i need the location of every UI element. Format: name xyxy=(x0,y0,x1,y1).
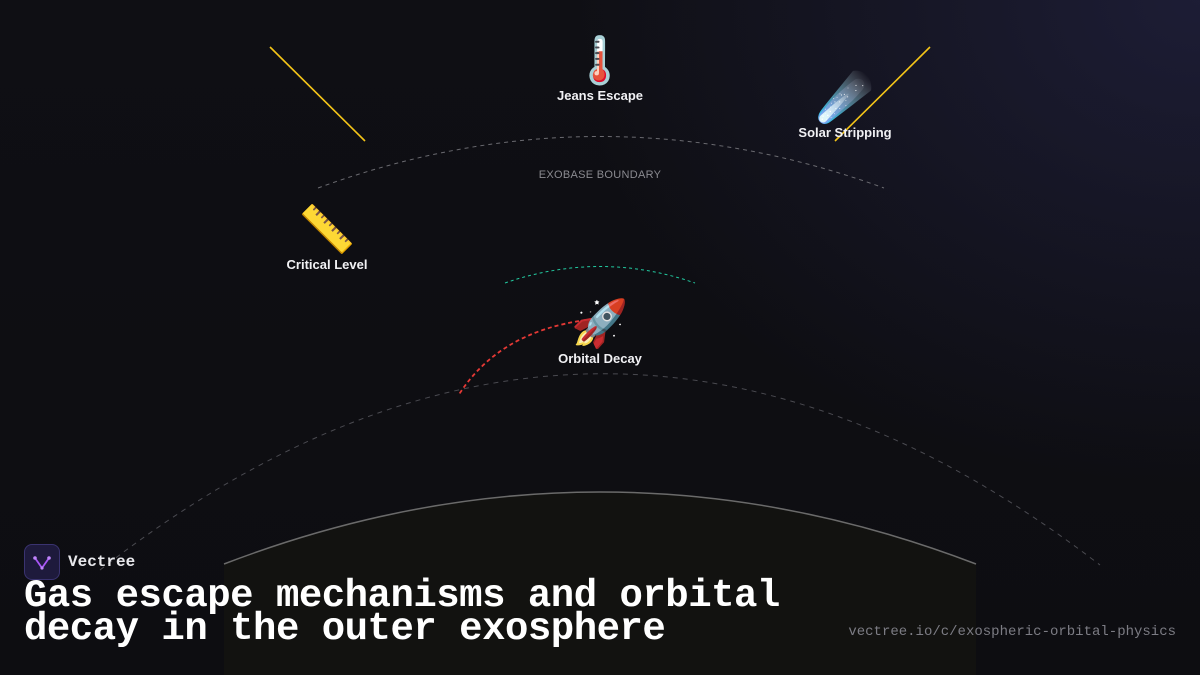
mechanism-label: Orbital Decay xyxy=(558,351,642,366)
rocket-icon: 🚀 xyxy=(571,296,629,350)
exobase-boundary-label: EXOBASE BOUNDARY xyxy=(538,169,662,181)
mechanism-critical-level: 📏 Critical Level xyxy=(287,203,368,272)
vectree-logo-icon xyxy=(24,544,60,580)
escape-line-left xyxy=(269,46,366,142)
brand[interactable]: Vectree xyxy=(24,544,135,580)
planet-surface xyxy=(224,492,976,675)
mechanism-solar-stripping: ☄️ Solar Stripping xyxy=(798,71,891,140)
exobase-boundary-arc xyxy=(317,136,885,189)
escape-line-right xyxy=(834,46,931,142)
ruler-icon: 📏 xyxy=(298,202,356,256)
orbital-decay-path xyxy=(457,319,587,397)
mechanism-jeans-escape: 🌡️ Jeans Escape xyxy=(557,34,643,103)
mechanism-label: Solar Stripping xyxy=(798,125,892,140)
mechanism-orbital-decay: 🚀 Orbital Decay xyxy=(558,297,642,366)
thermometer-icon: 🌡️ xyxy=(571,33,629,87)
source-url[interactable]: vectree.io/c/exospheric-orbital-physics xyxy=(848,624,1176,640)
comet-icon: ☄️ xyxy=(816,70,874,124)
critical-inner-arc xyxy=(504,266,696,284)
mechanism-label: Critical Level xyxy=(286,257,368,272)
brand-name: Vectree xyxy=(68,553,136,571)
planet-surface-edge xyxy=(223,491,977,565)
mechanism-label: Jeans Escape xyxy=(556,88,644,103)
page-title: Gas escape mechanisms and orbital decay … xyxy=(24,574,780,651)
